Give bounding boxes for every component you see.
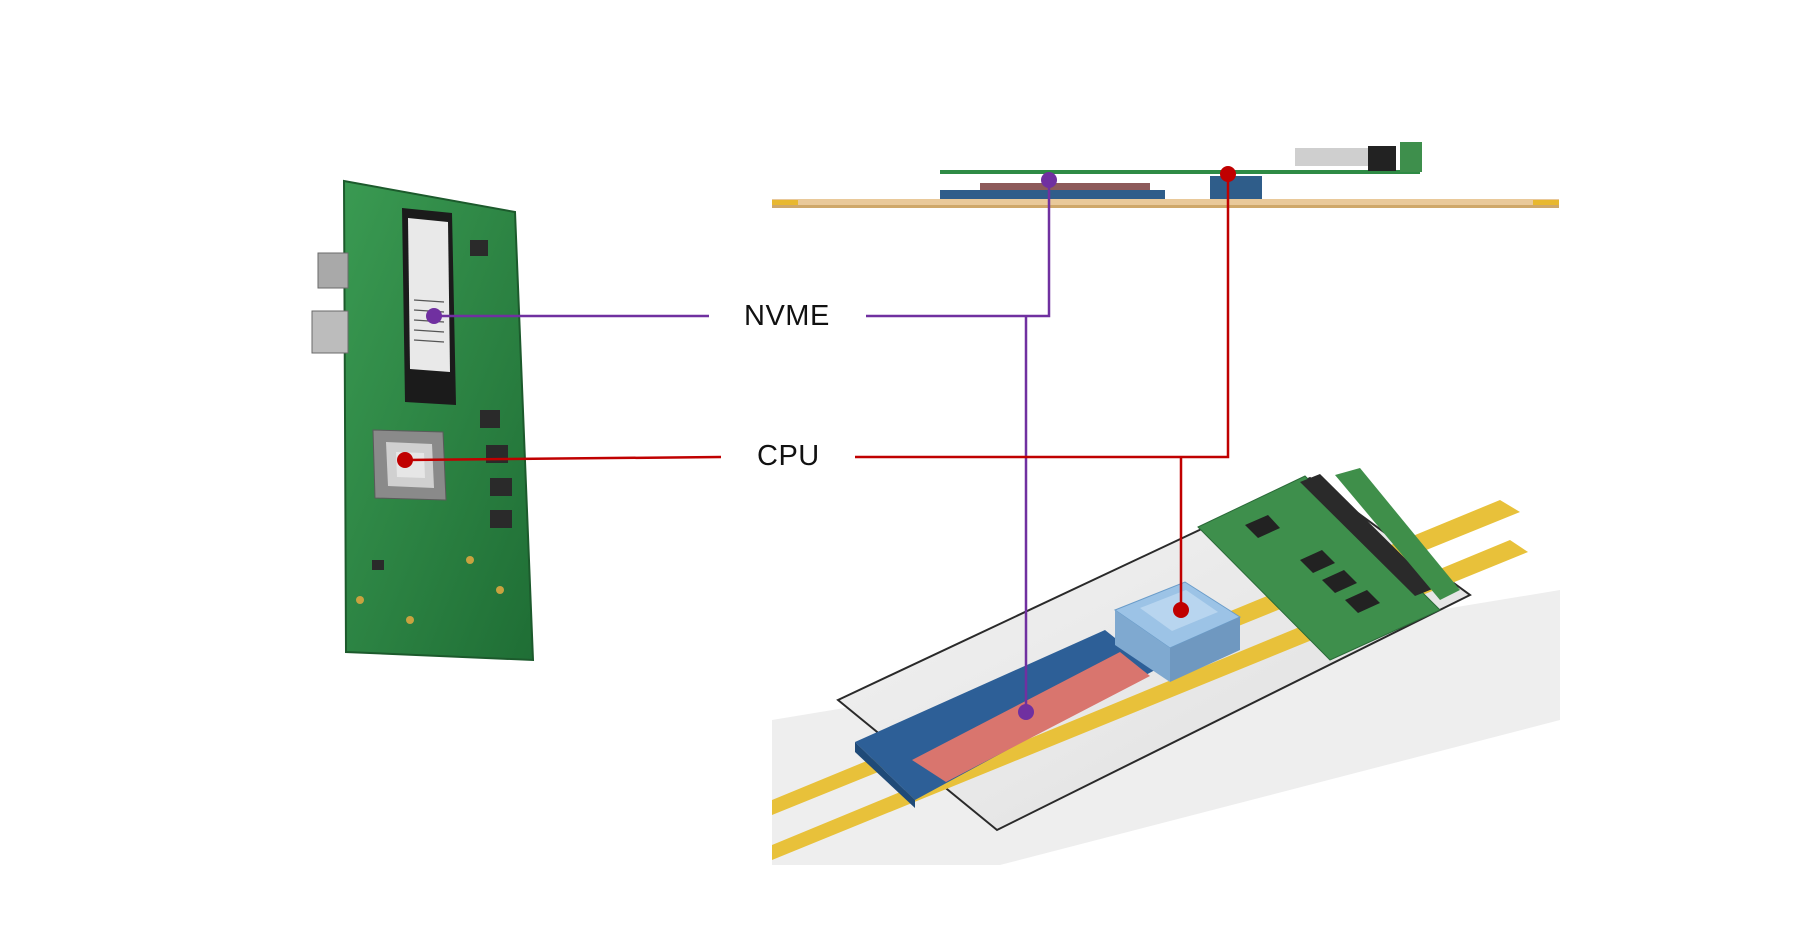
cpu-marker-icon bbox=[1220, 166, 1236, 182]
nvme-marker-icon bbox=[1041, 172, 1057, 188]
nvme-leader-lines bbox=[434, 180, 1051, 712]
iso-render bbox=[772, 468, 1560, 865]
cpu-label: CPU bbox=[757, 440, 820, 472]
nvme-label: NVME bbox=[744, 300, 830, 332]
nvme-marker-icon bbox=[426, 308, 442, 324]
nvme-marker-icon bbox=[1018, 704, 1034, 720]
board-photo bbox=[311, 179, 535, 662]
cpu-marker-icon bbox=[397, 452, 413, 468]
cpu-marker-icon bbox=[1173, 602, 1189, 618]
side-view bbox=[772, 142, 1559, 208]
cpu-leader-lines bbox=[404, 174, 1230, 610]
